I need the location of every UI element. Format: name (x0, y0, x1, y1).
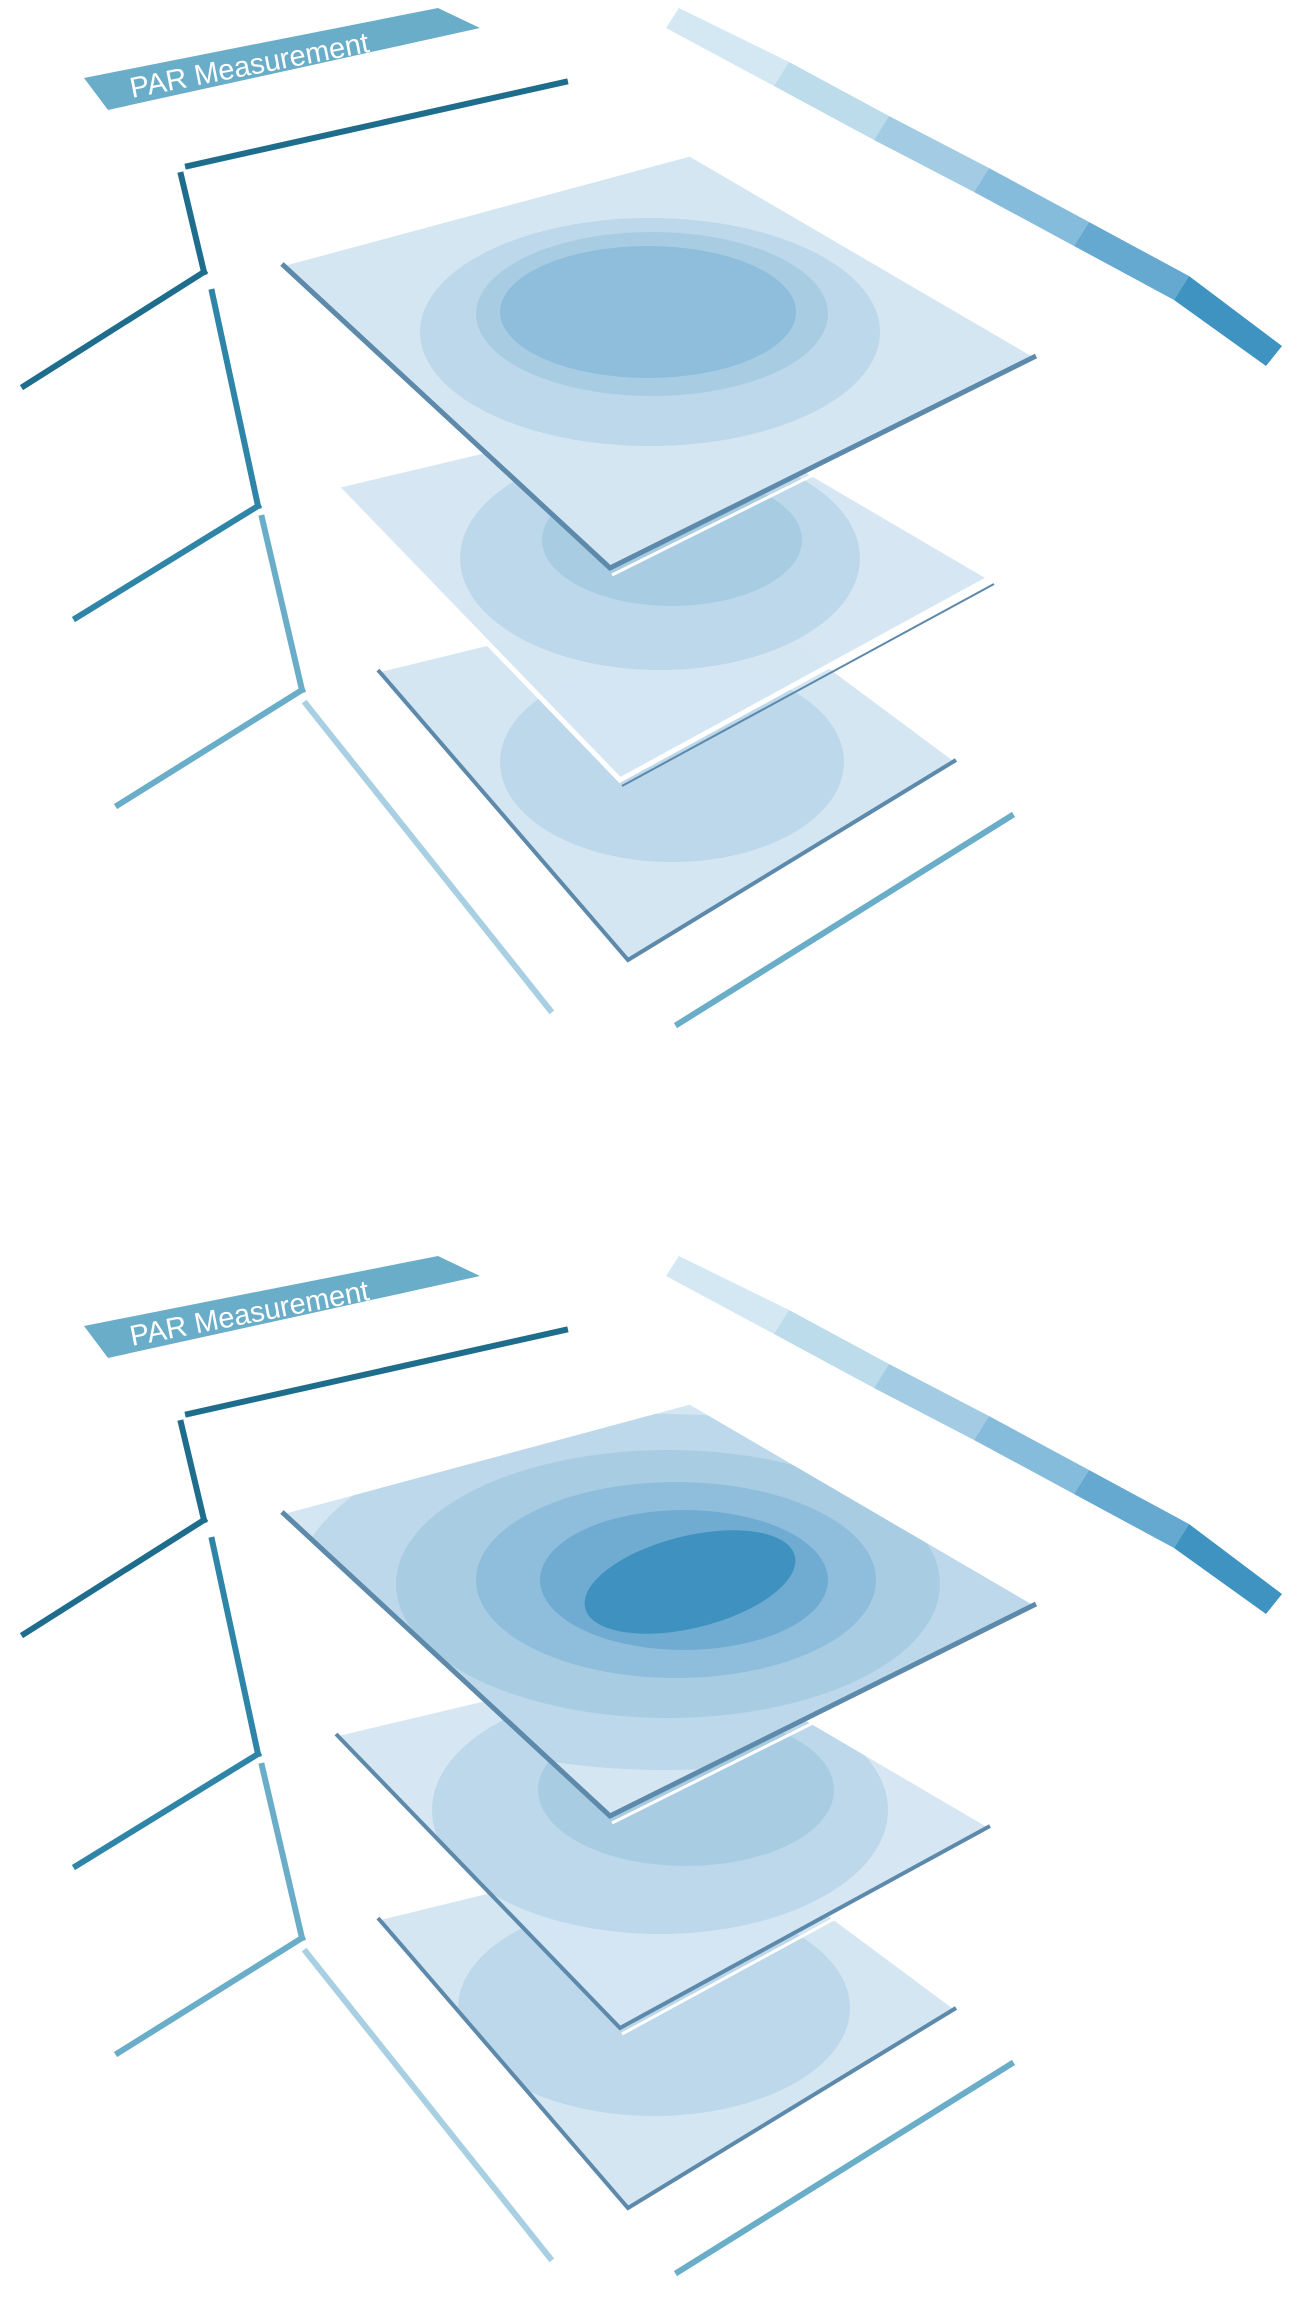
axis-line (113, 685, 307, 810)
panel-label: PAR Measurement (84, 1256, 480, 1358)
label-tag (84, 8, 480, 110)
axis-line (19, 267, 209, 391)
panel-bottom: PAR Measurement (19, 1256, 1282, 2277)
axis-line (71, 501, 263, 623)
gradient-scale-bar (666, 8, 1282, 366)
scale-segment (666, 8, 789, 86)
panel-top: PAR Measurement (19, 8, 1282, 1029)
scale-segment (974, 1416, 1089, 1494)
measurement-plane-top (280, 1399, 1041, 1825)
axis-line (113, 1933, 307, 2058)
axis-line (258, 514, 306, 694)
label-text: PAR Measurement (127, 27, 371, 105)
panel-label: PAR Measurement (84, 8, 480, 110)
contour-ring (584, 1530, 796, 1634)
axis-line (208, 1536, 262, 1758)
scale-segment (974, 168, 1089, 246)
measurement-plane-top (280, 151, 1041, 577)
axis-lines (19, 78, 1016, 1029)
axis-line (19, 1515, 209, 1639)
axis-line (301, 1947, 555, 2263)
axis-line (673, 2059, 1016, 2277)
axis-line (184, 78, 569, 170)
scale-segment (666, 1256, 789, 1334)
label-text: PAR Measurement (127, 1275, 371, 1353)
scale-segment (774, 1310, 889, 1388)
axis-line (177, 1419, 208, 1524)
scale-segment (1074, 1470, 1189, 1548)
axis-line (673, 811, 1016, 1029)
gradient-scale-bar (666, 1256, 1282, 1614)
axis-lines (19, 1326, 1016, 2277)
axis-line (208, 288, 262, 510)
scale-segment (874, 116, 989, 192)
scale-segment (774, 62, 889, 140)
axis-line (184, 1326, 569, 1418)
axis-line (301, 699, 555, 1015)
axis-line (177, 171, 208, 276)
scale-segment (1074, 222, 1189, 300)
contour-ring (500, 246, 796, 378)
label-tag (84, 1256, 480, 1358)
scale-segment (1174, 276, 1282, 366)
scale-segment (1174, 1524, 1282, 1614)
axis-line (71, 1749, 263, 1871)
axis-line (258, 1762, 306, 1942)
scale-segment (874, 1364, 989, 1440)
